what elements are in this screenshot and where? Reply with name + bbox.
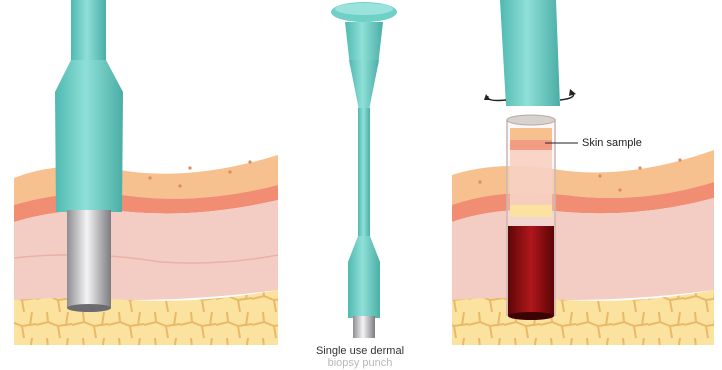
punch-lower-grip [348, 236, 380, 318]
left-punch-blade [67, 210, 111, 308]
right-punch-handle [500, 0, 560, 106]
punch-upper-grip [345, 22, 383, 66]
skin-sample-label: Skin sample [582, 137, 642, 149]
rotation-arrow-left-icon [488, 96, 506, 101]
left-punch-handle [55, 60, 123, 212]
right-skin-block [452, 150, 714, 345]
punch-stem [358, 108, 370, 238]
punch-caption-line2: biopsy punch [300, 357, 420, 370]
left-skin-block [14, 155, 278, 345]
left-dermis [14, 200, 278, 300]
left-punch-shaft [71, 0, 106, 60]
punch-tip [353, 316, 375, 338]
blood-fill [508, 226, 554, 316]
single-use-punch [331, 2, 397, 338]
right-dermis [452, 198, 714, 300]
